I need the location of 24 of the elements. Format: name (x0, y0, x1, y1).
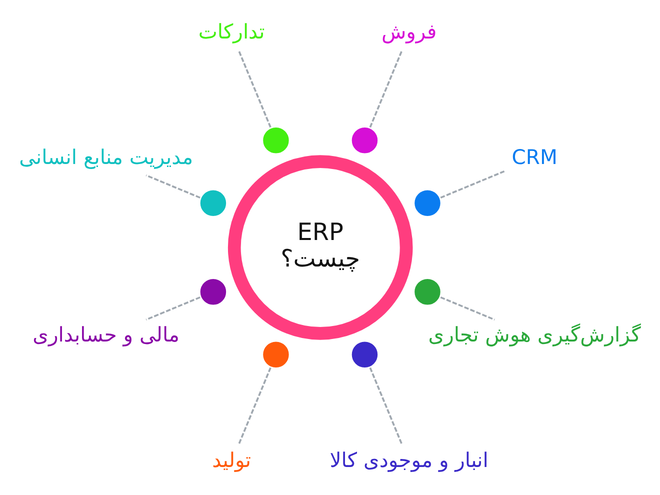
connector (369, 50, 403, 128)
node-circle (412, 277, 442, 307)
node-text: فروش (381, 19, 437, 44)
connector (369, 367, 403, 446)
connector (146, 296, 200, 321)
node-circle (198, 277, 228, 307)
node-text: تولید (212, 448, 252, 472)
connector (146, 174, 200, 199)
node-text: گزارش‌گیری هوش تجاری (428, 322, 641, 346)
node-text: تدارکات (198, 19, 265, 44)
node-text: انبار و موجودی کالا (330, 448, 488, 472)
connector (238, 50, 272, 128)
node-circle (261, 340, 291, 370)
node-text: مالی و حسابداری (32, 322, 180, 346)
connector (238, 367, 272, 446)
connector (440, 296, 495, 321)
node-text: CRM (512, 144, 558, 169)
connector (440, 170, 505, 199)
node-text: مدیریت منابع انسانی (19, 144, 194, 169)
node-circle (261, 126, 291, 156)
node-circle (350, 340, 380, 370)
node-circle (350, 126, 380, 156)
node-circle (412, 188, 442, 218)
node-circle (198, 188, 228, 218)
